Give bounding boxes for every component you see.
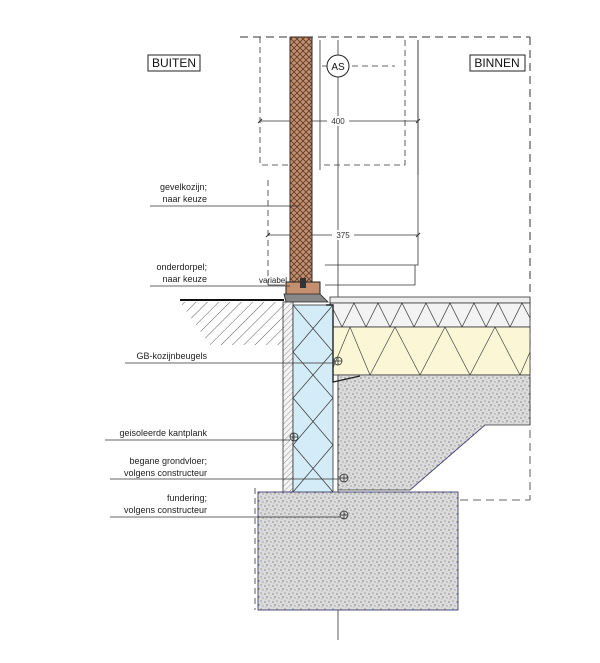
dimension-375: 375 <box>265 230 421 240</box>
kantplank-text: geisoleerde kantplank <box>119 428 207 438</box>
outer-wall <box>282 301 294 493</box>
label-onderdorpel: onderdorpel; naar keuze variabel <box>150 262 290 287</box>
window-sill <box>283 278 329 303</box>
axis-marker: AS <box>322 54 395 78</box>
inside-label-box: BINNEN <box>469 54 526 72</box>
dimension-400-text: 400 <box>331 117 345 126</box>
outside-label: BUITEN <box>152 56 196 70</box>
window-frame <box>289 36 313 288</box>
label-grondvloer: begane grondvloer; volgens constructeur <box>110 456 340 480</box>
anchor-markers <box>289 356 349 520</box>
inside-label: BINNEN <box>474 56 519 70</box>
insulated-edge-board <box>292 304 334 494</box>
label-fundering: fundering; volgens constructeur <box>110 493 340 518</box>
foundation <box>257 491 459 611</box>
outside-label-box: BUITEN <box>147 54 201 72</box>
fundering-line1: fundering; <box>167 493 207 503</box>
dimension-375-text: 375 <box>336 231 350 240</box>
gevelkozijn-line1: gevelkozijn; <box>160 182 207 192</box>
grondvloer-line2: volgens constructeur <box>124 468 207 478</box>
gevelkozijn-line2: naar keuze <box>162 194 207 204</box>
ground-floor-slab <box>337 374 531 491</box>
variabel-label: variabel <box>259 276 287 285</box>
axis-label: AS <box>331 62 345 73</box>
label-gevelkozijn: gevelkozijn; naar keuze <box>150 182 300 207</box>
ground-level <box>180 299 284 345</box>
onderdorpel-line2: naar keuze <box>162 274 207 284</box>
dimension-400: 400 <box>257 116 421 126</box>
kozijnbeugels-text: GB-kozijnbeugels <box>136 351 207 361</box>
floor-finish <box>329 296 531 328</box>
floor-insulation <box>329 326 531 376</box>
fundering-line2: volgens constructeur <box>124 505 207 515</box>
onderdorpel-line1: onderdorpel; <box>156 262 207 272</box>
label-kozijnbeugels: GB-kozijnbeugels <box>125 351 334 364</box>
grondvloer-line1: begane grondvloer; <box>129 456 207 466</box>
label-kantplank: geisoleerde kantplank <box>105 428 290 441</box>
gb-bracket <box>326 304 361 383</box>
